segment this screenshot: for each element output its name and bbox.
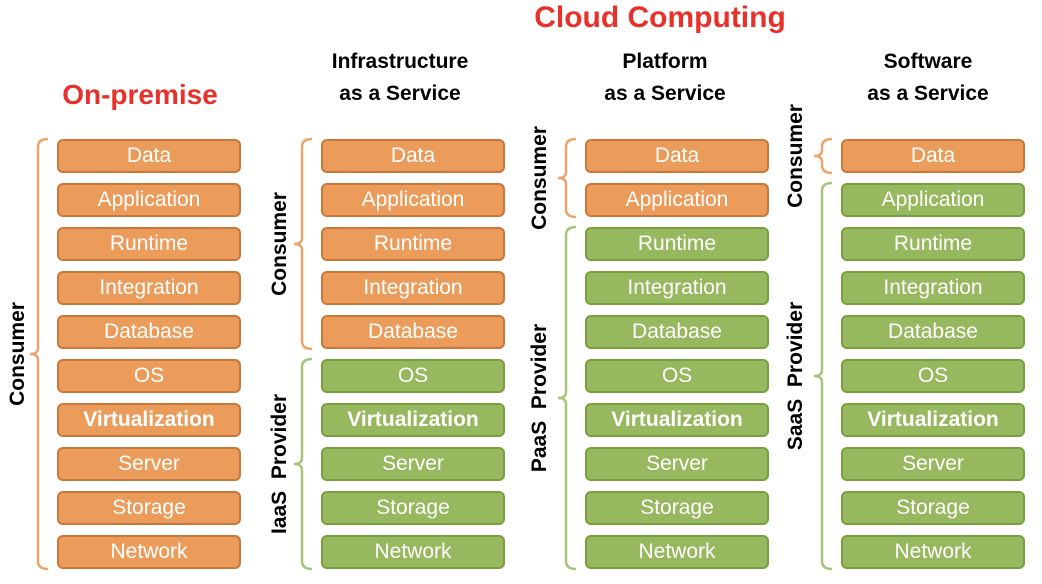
- saas-provider-brace: [813, 181, 833, 571]
- cloud-computing-title: Cloud Computing: [534, 1, 786, 34]
- saas-layer-server: Server: [841, 447, 1025, 481]
- paas-layer-application: Application: [585, 183, 769, 217]
- iaas-layer-virtualization: Virtualization: [321, 403, 505, 437]
- paas-heading-line-2: as a Service: [604, 82, 726, 105]
- onprem-layer-server: Server: [57, 447, 241, 481]
- saas-consumer-brace-path: [813, 137, 833, 175]
- paas-heading-line-1: Platform: [622, 50, 708, 73]
- saas-heading: Software as a Service: [808, 46, 1042, 110]
- paas-consumer-brace: [557, 137, 577, 219]
- iaas-heading: Infrastructure as a Service: [280, 46, 520, 110]
- iaas-consumer-brace-path: [293, 137, 313, 351]
- iaas-layer-network: Network: [321, 535, 505, 569]
- iaas-consumer-label-text: Consumer: [268, 192, 291, 296]
- saas-heading-line-2: as a Service: [867, 82, 989, 105]
- onprem-layer-runtime: Runtime: [57, 227, 241, 261]
- saas-provider-brace-path: [813, 181, 833, 571]
- iaas-layer-storage: Storage: [321, 491, 505, 525]
- paas-layer-runtime: Runtime: [585, 227, 769, 261]
- saas-layer-virtualization: Virtualization: [841, 403, 1025, 437]
- iaas-heading-line-2: as a Service: [339, 82, 461, 105]
- saas-layer-integration: Integration: [841, 271, 1025, 305]
- saas-layer-data: Data: [841, 139, 1025, 173]
- saas-consumer-label-text: Consumer: [784, 104, 807, 208]
- onprem-layer-database: Database: [57, 315, 241, 349]
- saas-layer-application: Application: [841, 183, 1025, 217]
- iaas-layer-integration: Integration: [321, 271, 505, 305]
- saas-layer-database: Database: [841, 315, 1025, 349]
- onprem-layer-data: Data: [57, 139, 241, 173]
- paas-layer-data: Data: [585, 139, 769, 173]
- saas-layer-os: OS: [841, 359, 1025, 393]
- on-premise-title: On-premise: [62, 79, 218, 110]
- iaas-layer-data: Data: [321, 139, 505, 173]
- onprem-layer-application: Application: [57, 183, 241, 217]
- paas-consumer-brace-path: [557, 137, 577, 219]
- paas-layer-integration: Integration: [585, 271, 769, 305]
- saas-layer-network: Network: [841, 535, 1025, 569]
- onprem-layer-network: Network: [57, 535, 241, 569]
- saas-layer-runtime: Runtime: [841, 227, 1025, 261]
- iaas-consumer-brace: [293, 137, 313, 351]
- iaas-provider-brace: [293, 357, 313, 571]
- iaas-heading-line-1: Infrastructure: [331, 50, 469, 73]
- paas-provider-label-text: PaaS Provider: [528, 323, 551, 473]
- iaas-layer-runtime: Runtime: [321, 227, 505, 261]
- paas-layer-storage: Storage: [585, 491, 769, 525]
- iaas-provider-brace-path: [293, 357, 313, 571]
- paas-layer-network: Network: [585, 535, 769, 569]
- onprem-consumer-brace-path: [29, 137, 49, 571]
- iaas-provider-label-text: IaaS Provider: [268, 393, 291, 535]
- iaas-layer-os: OS: [321, 359, 505, 393]
- paas-consumer-label-text: Consumer: [528, 126, 551, 230]
- onprem-layer-virtualization: Virtualization: [57, 403, 241, 437]
- paas-layer-virtualization: Virtualization: [585, 403, 769, 437]
- onprem-consumer-label-text: Consumer: [6, 302, 29, 406]
- paas-provider-brace: [557, 225, 577, 571]
- onprem-layer-storage: Storage: [57, 491, 241, 525]
- saas-heading-line-1: Software: [883, 50, 973, 73]
- iaas-layer-database: Database: [321, 315, 505, 349]
- paas-layer-server: Server: [585, 447, 769, 481]
- saas-layer-storage: Storage: [841, 491, 1025, 525]
- paas-provider-brace-path: [557, 225, 577, 571]
- onprem-layer-os: OS: [57, 359, 241, 393]
- onprem-consumer-brace: [29, 137, 49, 571]
- saas-consumer-brace: [813, 137, 833, 175]
- iaas-layer-server: Server: [321, 447, 505, 481]
- onprem-layer-integration: Integration: [57, 271, 241, 305]
- paas-layer-database: Database: [585, 315, 769, 349]
- iaas-layer-application: Application: [321, 183, 505, 217]
- paas-heading: Platform as a Service: [545, 46, 785, 110]
- saas-provider-label-text: SaaS Provider: [784, 301, 807, 451]
- paas-layer-os: OS: [585, 359, 769, 393]
